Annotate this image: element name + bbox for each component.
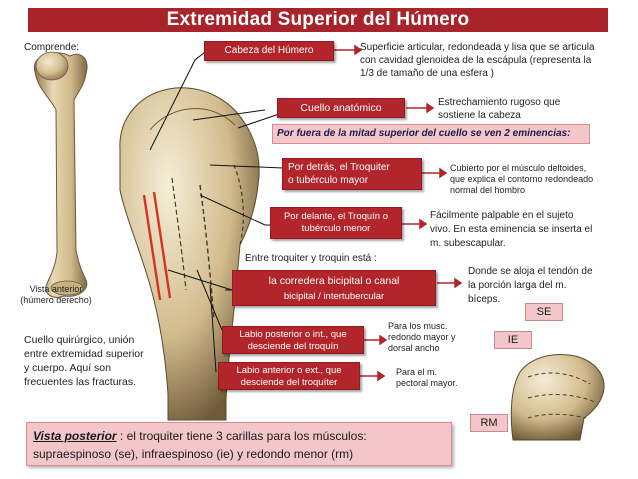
vista-anterior-caption: Vista anterior (húmero derecho) <box>20 284 92 305</box>
humerus-full-image <box>33 51 88 299</box>
cuello-quirurgico-text: Cuello quirúrgico, unión entre extremida… <box>24 334 144 388</box>
labio-anterior-box: Labio anterior o ext., que desciende del… <box>218 362 360 390</box>
cuello-box: Cuello anatómico <box>277 98 405 118</box>
labio-posterior-box: Labio posterior o int., que desciende de… <box>222 326 364 354</box>
labio-posterior-description: Para los musc. redondo mayor y dorsal an… <box>388 321 456 353</box>
label-ie: IE <box>494 331 532 349</box>
troquin-box: Por delante, el Troquín o tubérculo meno… <box>270 207 402 239</box>
corredera-box: la corredera bicipital o canal bicipital… <box>232 270 436 306</box>
labio-anterior-description: Para el m. pectoral mayor. <box>396 367 458 388</box>
label-rm: RM <box>470 414 508 432</box>
eminencias-box: Por fuera de la mitad superior del cuell… <box>272 124 590 144</box>
vista-posterior-text-2: supraespinoso (se), infraespinoso (ie) y… <box>33 447 354 461</box>
comprende-label: Comprende: <box>24 42 80 53</box>
label-se: SE <box>525 303 563 321</box>
cuello-description: Estrechamiento rugoso que sostiene la ca… <box>438 97 561 121</box>
troquiter-description: Cubierto por el músculo deltoides, que e… <box>450 163 594 195</box>
troquiter-box: Por detrás, el Troquiter o tubérculo may… <box>282 158 422 190</box>
vista-posterior-text-1: : el troquiter tiene 3 carillas para los… <box>116 429 367 443</box>
vista-posterior-label: Vista posterior <box>33 429 117 443</box>
cabeza-description: Superficie articular, redondeada y lisa … <box>360 42 595 79</box>
cabeza-box: Cabeza del Húmero <box>204 41 334 61</box>
corredera-description: Donde se aloja el tendón de la porción l… <box>468 266 593 305</box>
page-title: Extremidad Superior del Húmero <box>28 8 608 32</box>
entre-text: Entre troquiter y troquin está : <box>245 253 377 264</box>
vista-posterior-box: Vista posterior : el troquiter tiene 3 c… <box>26 422 452 466</box>
humerus-posterior-image <box>510 354 605 441</box>
troquin-description: Fácilmente palpable en el sujeto vivo. E… <box>430 210 593 249</box>
